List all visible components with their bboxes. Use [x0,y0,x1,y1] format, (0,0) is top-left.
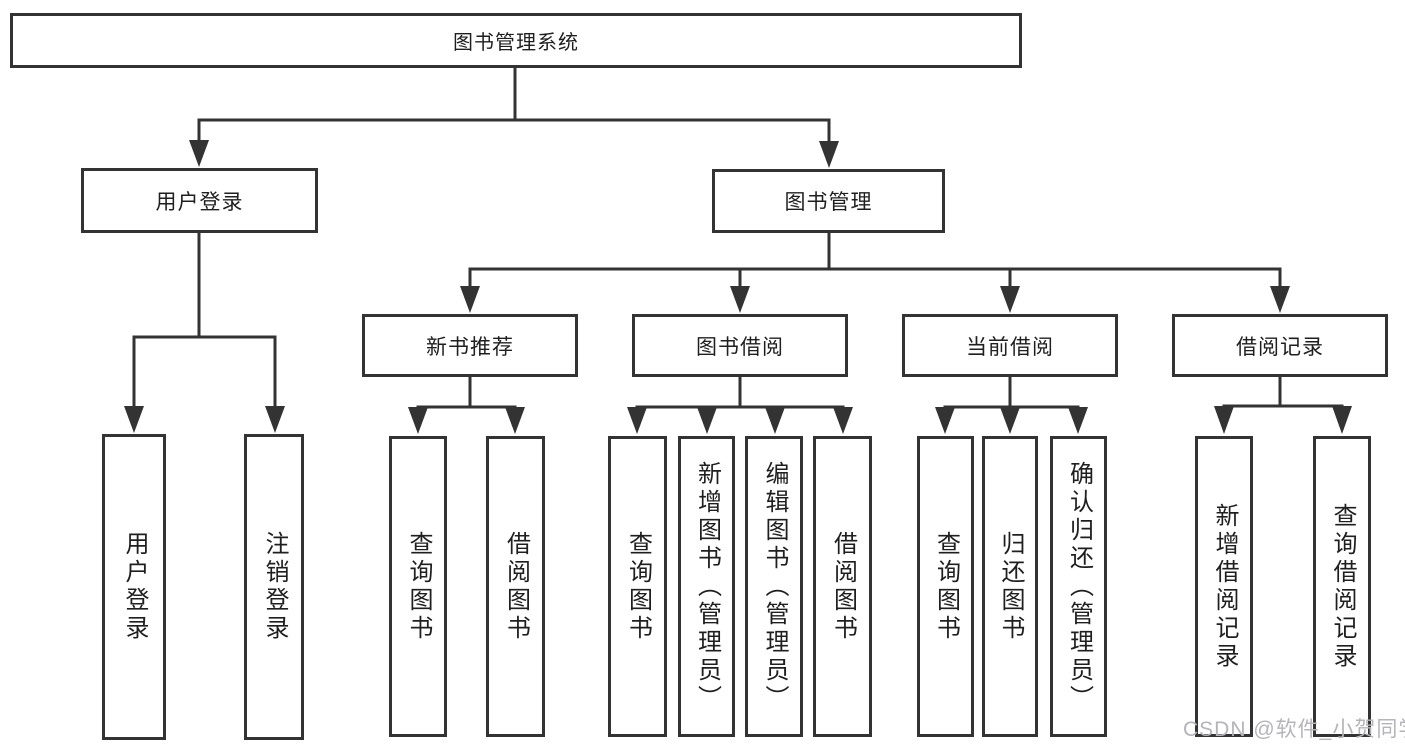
connector-book-borrow-split [627,376,853,434]
node-label: 借阅记录 [1236,335,1324,359]
arrowhead [460,286,480,313]
leaf-label: 查询图书 [932,530,960,643]
connector-new-books-split [408,376,525,434]
arrowhead [697,407,717,434]
leaf-edit-books-admin: 编辑图书（管理员） [745,436,803,737]
arrowhead [1332,406,1352,434]
arrowhead [730,286,750,313]
leaf-label: 编辑图书（管理员） [761,460,788,713]
leaf-query-books-1: 查询图书 [389,436,447,737]
connector-borrow-records-split [1214,376,1352,434]
node-label: 用户登录 [155,190,244,214]
connector-user-login-split [124,232,285,433]
node-borrow-records: 借阅记录 [1172,314,1388,377]
csdn-watermark: CSDN @软件_小贺同学 [1183,718,1405,741]
arrowhead [935,407,955,434]
leaf-user-login: 用户登录 [102,434,166,740]
connector-root-split [189,66,839,168]
node-new-book-recommend: 新书推荐 [362,314,578,377]
leaf-label: 查询图书 [624,530,652,643]
arrowhead [1000,286,1020,313]
leaf-borrow-books-2: 借阅图书 [813,436,872,737]
leaf-query-books-3: 查询图书 [917,436,974,737]
leaf-label: 借阅图书 [829,530,857,643]
arrowhead [1000,407,1020,434]
leaf-query-books-2: 查询图书 [608,436,667,737]
arrowhead [765,407,785,434]
leaf-confirm-return-admin: 确认归还（管理员） [1050,436,1107,737]
leaf-label: 注销登录 [261,531,288,643]
arrowhead [124,406,144,433]
arrowhead [505,407,525,434]
arrowhead [833,407,853,434]
arrowhead [265,406,285,433]
leaf-label: 查询借阅记录 [1329,502,1356,671]
leaf-label: 新增图书（管理员） [693,460,721,713]
node-label: 新书推荐 [426,335,514,359]
leaf-add-books-admin: 新增图书（管理员） [678,436,735,737]
node-current-borrowing: 当前借阅 [902,314,1118,377]
leaf-add-borrow-record: 新增借阅记录 [1195,436,1253,737]
arrowhead [1214,406,1234,434]
node-book-management: 图书管理 [712,169,945,233]
arrowhead [1068,407,1088,434]
leaf-label: 借阅图书 [502,530,530,643]
node-label: 图书借阅 [696,335,784,359]
node-label: 当前借阅 [966,335,1054,359]
leaf-logout: 注销登录 [244,434,304,740]
node-book-borrowing: 图书借阅 [632,314,848,377]
leaf-return-books: 归还图书 [982,436,1038,737]
leaf-label: 查询图书 [405,530,432,643]
leaf-label: 用户登录 [121,531,148,643]
node-user-login: 用户登录 [81,168,318,233]
node-label: 图书管理 [784,191,873,214]
leaf-label: 归还图书 [997,530,1024,643]
arrowhead [189,140,209,167]
connector-current-borrow-split [935,376,1088,434]
node-label: 图书管理系统 [453,32,579,54]
arrowhead [1270,286,1290,313]
arrowhead [408,407,428,434]
leaf-borrow-books-1: 借阅图书 [486,436,545,737]
arrowhead [627,407,647,434]
node-library-management-system: 图书管理系统 [10,13,1022,68]
leaf-label: 新增借阅记录 [1211,502,1238,671]
leaf-query-borrow-record: 查询借阅记录 [1313,436,1371,737]
leaf-label: 确认归还（管理员） [1065,460,1093,713]
connector-book-management-split [460,232,1290,313]
arrowhead [819,141,839,168]
